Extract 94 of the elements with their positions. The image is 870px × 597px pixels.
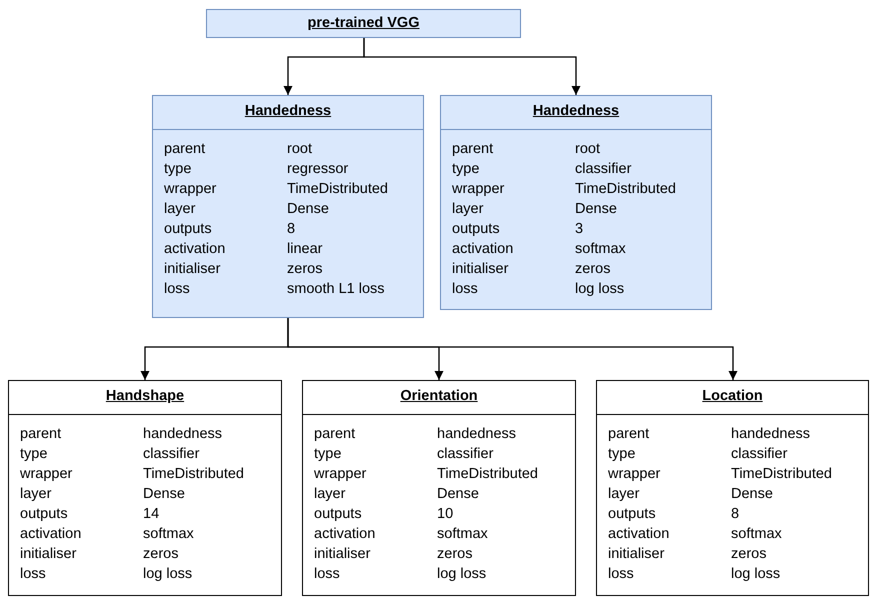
layer-card	[152, 95, 424, 318]
property-name: outputs	[164, 221, 212, 238]
property-name: type	[314, 446, 342, 463]
property-name: outputs	[314, 506, 362, 523]
property-value: handedness	[437, 426, 516, 443]
property-value: zeros	[143, 546, 178, 563]
property-name: activation	[164, 241, 226, 258]
property-value: softmax	[731, 526, 782, 543]
property-value: Dense	[143, 486, 185, 503]
property-name: layer	[608, 486, 640, 503]
property-name: activation	[20, 526, 82, 543]
property-value: classifier	[731, 446, 788, 463]
property-name: parent	[20, 426, 62, 443]
layer-card	[302, 380, 576, 596]
property-name: wrapper	[608, 466, 660, 483]
property-value: zeros	[287, 261, 322, 278]
property-name: loss	[314, 566, 340, 583]
property-name: layer	[452, 201, 484, 218]
property-value: Dense	[287, 201, 329, 218]
property-name: wrapper	[314, 466, 366, 483]
property-value: softmax	[437, 526, 488, 543]
property-name: outputs	[608, 506, 656, 523]
layer-card	[440, 95, 712, 310]
card-title: Handshape	[104, 387, 186, 406]
property-name: loss	[20, 566, 46, 583]
card-title: Location	[701, 387, 764, 406]
property-value: classifier	[437, 446, 494, 463]
connector-arrow	[287, 318, 738, 380]
property-value: softmax	[575, 241, 626, 258]
property-value: TimeDistributed	[731, 466, 832, 483]
property-name: layer	[20, 486, 52, 503]
property-value: smooth L1 loss	[287, 281, 385, 298]
property-value: softmax	[143, 526, 194, 543]
property-value: TimeDistributed	[287, 181, 388, 198]
property-value: 8	[731, 506, 740, 523]
property-name: outputs	[20, 506, 68, 523]
property-name: wrapper	[20, 466, 72, 483]
layer-card	[596, 380, 869, 596]
property-name: loss	[452, 281, 478, 298]
property-value: handedness	[731, 426, 810, 443]
property-name: loss	[608, 566, 634, 583]
property-name: parent	[164, 141, 206, 158]
property-value: zeros	[575, 261, 610, 278]
card-title: Handedness	[244, 102, 332, 121]
property-name: initialiser	[164, 261, 220, 278]
property-value: 8	[287, 221, 296, 238]
property-name: parent	[314, 426, 356, 443]
property-value: log loss	[143, 566, 192, 583]
property-name: loss	[164, 281, 190, 298]
property-name: parent	[452, 141, 494, 158]
property-name: activation	[314, 526, 376, 543]
property-value: TimeDistributed	[575, 181, 676, 198]
property-name: wrapper	[164, 181, 216, 198]
property-name: parent	[608, 426, 650, 443]
property-value: linear	[287, 241, 322, 258]
property-name: initialiser	[608, 546, 664, 563]
property-value: Dense	[437, 486, 479, 503]
input-box	[206, 9, 521, 38]
property-value: log loss	[731, 566, 780, 583]
property-value: 14	[143, 506, 160, 523]
property-name: initialiser	[20, 546, 76, 563]
property-value: TimeDistributed	[437, 466, 538, 483]
property-name: wrapper	[452, 181, 504, 198]
property-name: initialiser	[314, 546, 370, 563]
property-value: classifier	[143, 446, 200, 463]
property-value: 10	[437, 506, 454, 523]
property-name: activation	[608, 526, 670, 543]
property-name: layer	[164, 201, 196, 218]
property-name: type	[164, 161, 192, 178]
layer-card	[8, 380, 282, 596]
property-name: layer	[314, 486, 346, 503]
property-name: type	[20, 446, 48, 463]
card-title: Orientation	[399, 387, 479, 406]
property-value: Dense	[731, 486, 773, 503]
property-value: handedness	[143, 426, 222, 443]
property-value: classifier	[575, 161, 632, 178]
property-value: zeros	[437, 546, 472, 563]
property-name: initialiser	[452, 261, 508, 278]
property-value: Dense	[575, 201, 617, 218]
property-value: TimeDistributed	[143, 466, 244, 483]
property-value: regressor	[287, 161, 348, 178]
property-value: 3	[575, 221, 584, 238]
property-name: type	[452, 161, 480, 178]
property-value: zeros	[731, 546, 766, 563]
property-name: activation	[452, 241, 514, 258]
property-value: log loss	[575, 281, 624, 298]
property-name: type	[608, 446, 636, 463]
property-value: log loss	[437, 566, 486, 583]
connector-arrow	[363, 38, 580, 95]
property-value: root	[575, 141, 600, 158]
property-name: outputs	[452, 221, 500, 238]
card-title: Handedness	[532, 102, 620, 121]
card-title: pre-trained VGG	[306, 14, 420, 33]
property-value: root	[287, 141, 312, 158]
